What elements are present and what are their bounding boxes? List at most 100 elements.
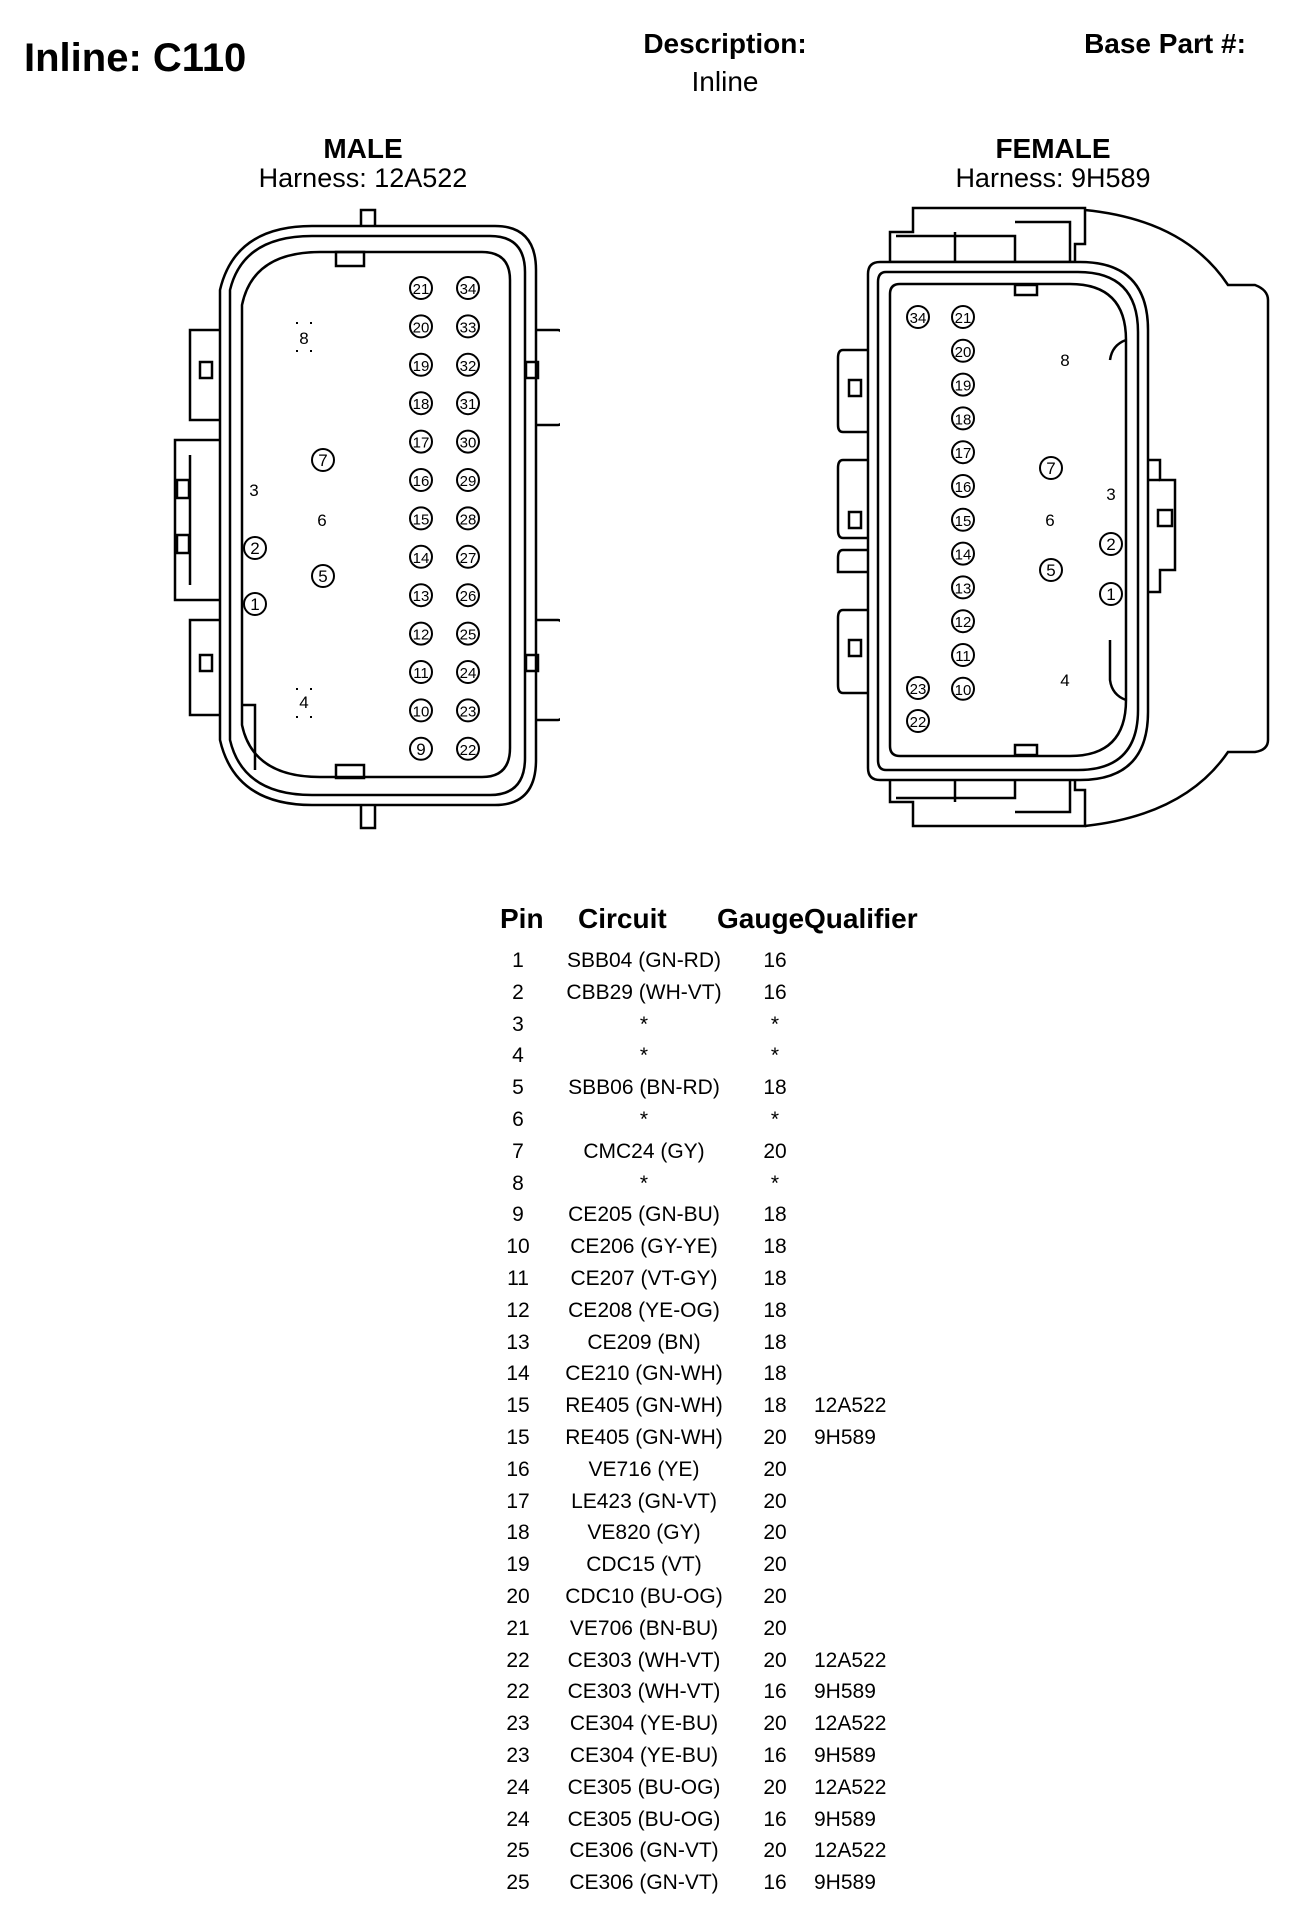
female-pin: 18	[951, 406, 975, 431]
pin-cell: 5	[512, 1076, 524, 1100]
pin-cell: 4	[512, 1044, 524, 1068]
female-pin: 11	[951, 643, 975, 667]
table-row: 6**	[494, 1108, 1014, 1140]
male-pin-label: 27	[460, 550, 477, 567]
male-pin-label: 29	[460, 473, 477, 490]
female-pin: 8	[1060, 351, 1069, 370]
female-pin: 1	[1099, 582, 1123, 606]
gauge-cell: 20	[763, 1426, 787, 1449]
male-pin-label: 14	[413, 550, 430, 567]
female-pin-label: 16	[955, 479, 972, 496]
pin-cell: 14	[506, 1362, 530, 1386]
pin-cell: 18	[506, 1521, 530, 1545]
male-pin: 27	[456, 544, 480, 569]
female-pin: 12	[951, 609, 975, 634]
male-pin: 3	[249, 481, 258, 500]
male-pin: 11	[409, 660, 433, 684]
qualifier-cell: 9H589	[814, 1680, 876, 1704]
table-row: 14 CE210 (GN-WH) 18	[494, 1362, 1014, 1394]
female-pin-circle	[1039, 558, 1063, 582]
pin-cell: 17	[506, 1489, 530, 1513]
male-pin-circle	[456, 736, 480, 761]
circuit-cell: CE303 (WH-VT)	[567, 1648, 721, 1672]
female-pin: 21	[951, 305, 975, 329]
male-pin-label: 28	[460, 511, 477, 528]
female-pin-circle	[1099, 532, 1123, 556]
male-pin-label: 30	[460, 435, 477, 452]
male-pin-label: 12	[413, 627, 430, 644]
female-pin: 20	[951, 338, 975, 363]
pin-cell: 24	[506, 1775, 530, 1799]
gauge-cell: *	[770, 1044, 780, 1068]
female-pin-label: 22	[910, 714, 927, 731]
male-pin: 9	[409, 736, 433, 761]
pin-cell: 15	[506, 1394, 530, 1418]
gauge-cell: *	[770, 1171, 780, 1195]
pin-cell: 25	[506, 1839, 530, 1863]
female-pin-circle	[951, 507, 975, 532]
qualifier-cell: 12A522	[814, 1712, 887, 1736]
male-pin: 4	[299, 693, 308, 712]
male-pin-label: 22	[460, 742, 477, 759]
male-pin: 25	[456, 621, 480, 646]
circuit-cell: VE706 (BN-BU)	[569, 1616, 719, 1640]
male-pin-label: 21	[413, 281, 430, 298]
male-pin: 1	[243, 592, 267, 616]
male-pin-circle	[456, 698, 480, 723]
male-pin: 8	[299, 329, 308, 348]
male-pin-label: 7	[318, 451, 327, 470]
female-pin-circle	[951, 406, 975, 431]
female-pin-circle	[951, 372, 975, 397]
male-pin-label: 32	[460, 358, 477, 375]
gauge-cell: 16	[763, 1680, 787, 1704]
female-pin-circle	[951, 609, 975, 634]
male-pin-circle	[456, 276, 480, 300]
female-pin: 15	[951, 507, 975, 532]
male-pin-circle	[409, 276, 433, 300]
pin-cell: 24	[506, 1807, 530, 1831]
gauge-cell: 20	[763, 1553, 787, 1577]
female-pin-label: 15	[955, 513, 972, 530]
male-connector-title: MALE	[323, 133, 403, 164]
male-pin-label: 26	[460, 588, 477, 605]
circuit-cell: CE304 (YE-BU)	[569, 1744, 719, 1767]
male-pin-circle	[409, 429, 433, 454]
gauge-cell: 16	[763, 1744, 787, 1767]
circuit-cell: CE305 (BU-OG)	[567, 1775, 721, 1799]
gauge-cell: 16	[763, 949, 787, 972]
female-pin-circle	[951, 541, 975, 566]
gauge-cell: 18	[763, 1362, 787, 1386]
male-pin-label: 3	[249, 481, 258, 500]
gauge-cell: 20	[763, 1648, 787, 1672]
gauge-cell: *	[770, 1012, 780, 1036]
description-value: Inline	[691, 66, 759, 97]
male-pin-label: 13	[413, 588, 430, 605]
circuit-cell: CE210 (GN-WH)	[565, 1362, 723, 1386]
female-pin-circle	[906, 676, 930, 700]
circuit-cell: CE209 (BN)	[587, 1330, 701, 1354]
circuit-cell: CE306 (GN-VT)	[569, 1871, 719, 1895]
male-pin-label: 17	[413, 435, 430, 452]
female-pin-circle	[951, 338, 975, 363]
male-pin: 6	[317, 511, 326, 530]
base-part-label: Base Part #:	[1084, 28, 1246, 59]
female-pin: 6	[1045, 511, 1054, 530]
male-pin-circle	[456, 352, 480, 377]
female-pin-label: 18	[955, 411, 972, 428]
male-pin-label: 11	[413, 665, 429, 682]
gauge-cell: 18	[763, 1394, 787, 1418]
female-pin-label: 17	[955, 445, 972, 462]
circuit-cell: RE405 (GN-WH)	[565, 1426, 723, 1449]
male-pin-label: 19	[413, 358, 430, 375]
